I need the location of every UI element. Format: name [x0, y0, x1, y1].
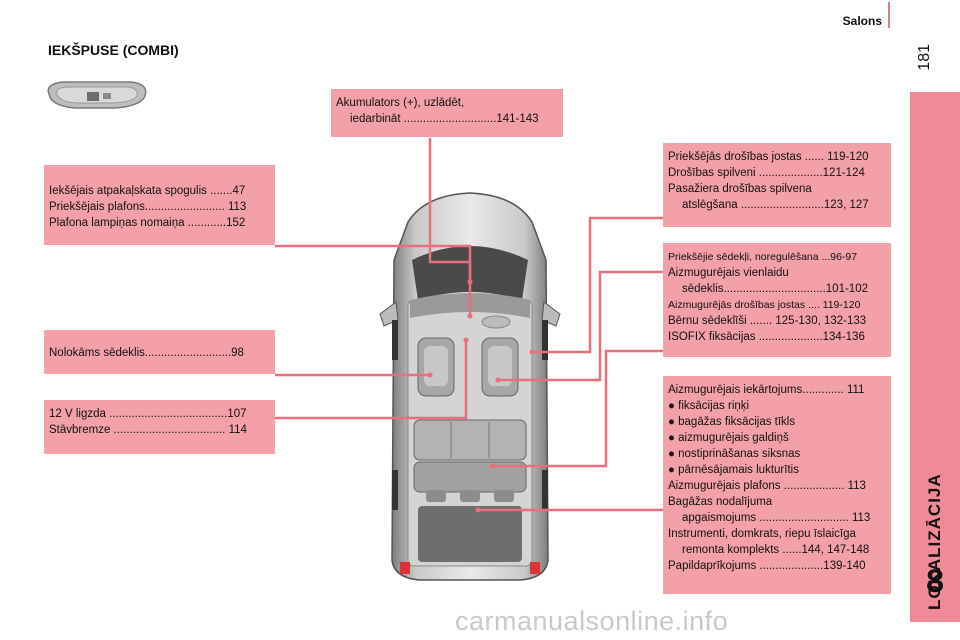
- callout-aprikojums: Aizmugurējais iekārtojums............. 1…: [663, 376, 891, 594]
- callout-line: sēdeklis................................…: [682, 283, 868, 295]
- callout-line: apgaismojums ...........................…: [682, 512, 871, 524]
- callout-line: iedarbināt .............................…: [350, 113, 539, 125]
- callout-nolokams: Nolokāms sēdeklis.......................…: [44, 330, 275, 374]
- callout-line: 12 V ligzda ............................…: [49, 408, 247, 420]
- callout-line: Aizmugurējais iekārtojums............. 1…: [668, 384, 865, 396]
- chapter-sidebar: LOKALIZĀCIJA 8: [910, 92, 960, 622]
- callout-spogulis: Iekšējais atpakaļskata spogulis .......4…: [44, 165, 275, 245]
- callout-line: Aizmugurējās drošības jostas .... 119-12…: [668, 299, 861, 311]
- callout-line: Pasažiera drošības spilvena: [668, 183, 812, 195]
- callout-line: Aizmugurējais vienlaidu: [668, 267, 789, 279]
- watermark: carmanualsonline.info: [455, 606, 729, 636]
- callout-line: Drošības spilveni ....................12…: [668, 167, 865, 179]
- callout-line: Instrumenti, domkrats, riepu īslaicīga: [668, 528, 856, 540]
- callout-line: Priekšējās drošības jostas ...... 119-12…: [668, 151, 869, 163]
- callout-line: ISOFIX fiksācijas ....................13…: [668, 331, 865, 343]
- chapter-number: 8: [926, 563, 944, 599]
- callout-line: ● bagāžas fiksācijas tīkls: [668, 416, 796, 428]
- callout-line: Akumulators (+), uzlādēt,: [336, 97, 465, 109]
- header-divider: [888, 2, 890, 28]
- callout-line: ● aizmugurējais galdiņš: [668, 432, 789, 444]
- callout-line: Papildaprīkojums ....................139…: [668, 560, 866, 572]
- callout-line: Stāvbremze .............................…: [49, 424, 247, 436]
- page-title: IEKŠPUSE (COMBI): [48, 42, 179, 58]
- callout-line: remonta komplekts ......144, 147-148: [682, 544, 870, 556]
- callout-line: Iekšējais atpakaļskata spogulis .......4…: [49, 185, 246, 197]
- callout-line: Priekšējie sēdekļi, noregulēšana ...96-9…: [668, 251, 858, 263]
- callout-line: Nolokāms sēdeklis.......................…: [49, 347, 244, 359]
- callout-line: Aizmugurējais plafons ..................…: [668, 480, 866, 492]
- callout-ligzda: 12 V ligzda ............................…: [44, 400, 275, 454]
- callout-line: ● pārnēsājamais lukturītis: [668, 464, 799, 476]
- callout-akumulators: Akumulators (+), uzlādēt, iedarbināt ...…: [331, 89, 563, 137]
- callout-line: Priekšējais plafons.....................…: [49, 201, 247, 213]
- callout-sedekli: Priekšējie sēdekļi, noregulēšana ...96-9…: [663, 243, 891, 357]
- callout-line: Bērnu sēdeklīši ....... 125-130, 132-133: [668, 315, 867, 327]
- callout-line: Plafona lampiņas nomaiņa ............152: [49, 217, 246, 229]
- callout-line: ● fiksācijas riņķi: [668, 400, 750, 412]
- section-title: Salons: [842, 14, 882, 28]
- callout-line: Bagāžas nodalījuma: [668, 496, 773, 508]
- callout-drosibas: Priekšējās drošības jostas ...... 119-12…: [663, 143, 891, 227]
- callout-line: atslēgšana ..........................123…: [682, 199, 869, 211]
- callout-line: ● nostiprināšanas siksnas: [668, 448, 801, 460]
